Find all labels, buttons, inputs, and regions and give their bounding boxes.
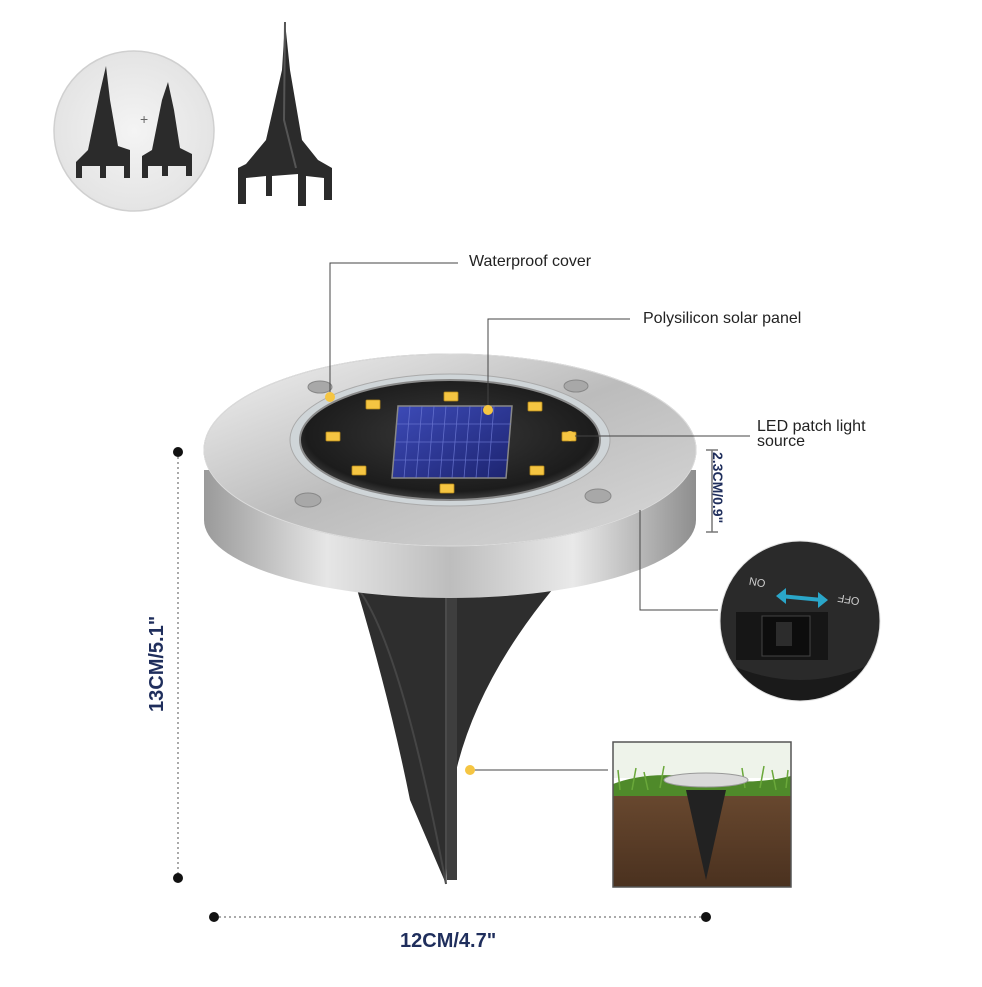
stake-assembled	[238, 21, 332, 206]
width-label: 12CM/4.7"	[400, 930, 497, 952]
screw	[294, 379, 612, 508]
height-label: 13CM/5.1"	[146, 615, 168, 712]
switch-inset: ON OFF	[720, 541, 880, 701]
width-dimension	[209, 912, 711, 922]
callout-lines	[329, 262, 750, 771]
solar-panel	[391, 405, 513, 479]
light-body	[203, 353, 697, 598]
switch-label-off: OFF	[837, 591, 861, 607]
switch-label-on: ON	[748, 574, 766, 589]
stake-half-left	[76, 66, 130, 178]
callout-led-source: LED patch light source	[757, 418, 907, 450]
body-height-label: 2.3CM/0.9"	[710, 452, 726, 524]
height-dimension	[173, 447, 183, 883]
installation-inset	[612, 741, 792, 888]
stake-half-right	[142, 82, 192, 178]
main-stake	[355, 585, 552, 885]
switch-arrow-icon	[779, 594, 823, 602]
callout-led-source-line1: LED patch light	[757, 418, 866, 435]
callout-dots	[325, 392, 575, 775]
stake-parts-inset: +	[53, 50, 215, 212]
body-height-dimension	[706, 449, 718, 533]
callout-led-source-line2: source	[757, 433, 806, 450]
callout-solar-panel: Polysilicon solar panel	[643, 310, 802, 327]
callout-waterproof-cover: Waterproof cover	[469, 253, 592, 270]
svg-text:+: +	[140, 111, 148, 127]
